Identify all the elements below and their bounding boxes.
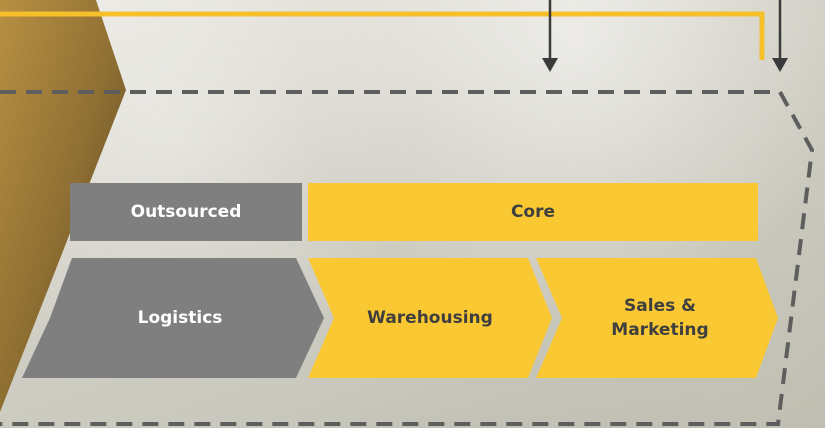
sales-marketing-label: Sales & Marketing — [611, 296, 709, 340]
feedback-line — [0, 11, 765, 60]
photo-corner — [0, 0, 126, 412]
logistics-chevron — [22, 258, 324, 378]
core-label: Core — [510, 202, 556, 222]
dashed-boundary — [0, 90, 815, 426]
logistics-label: Logistics — [137, 308, 223, 328]
sales-chevron — [536, 258, 778, 378]
warehousing-chevron — [308, 258, 552, 378]
arrow-right-head — [772, 58, 788, 72]
core-box — [308, 183, 758, 241]
outsourced-label: Outsourced — [130, 202, 242, 222]
outsourced-box — [70, 183, 302, 241]
arrow-left-head — [542, 58, 558, 72]
warehousing-label: Warehousing — [367, 308, 493, 328]
